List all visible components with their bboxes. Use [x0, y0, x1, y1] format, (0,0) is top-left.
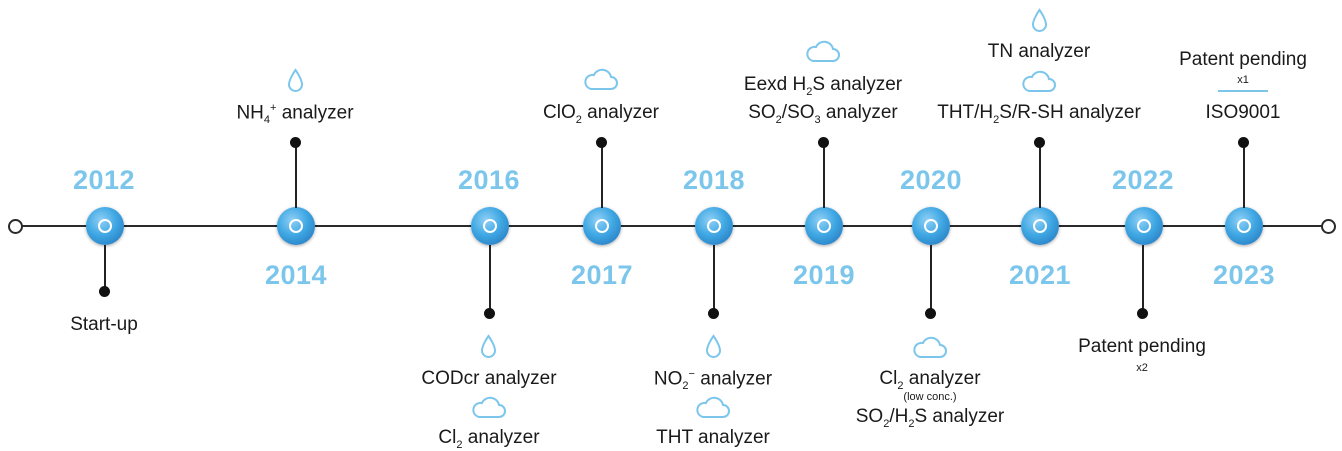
cloud-icon [472, 396, 506, 418]
year-2022: 2022 [1111, 165, 1175, 195]
event-nh4-analyzer: NH4+ analyzer [236, 102, 354, 127]
stem-dot-2021 [1034, 137, 1045, 148]
cloud-icon [1022, 70, 1056, 92]
event-cl2-low-conc-analyzer: Cl2 analyzer [879, 368, 981, 392]
node-2023 [1225, 207, 1263, 245]
stem-dot-2019 [818, 137, 829, 148]
water-drop-icon [480, 334, 497, 358]
cloud-icon [696, 396, 730, 418]
timeline-axis [16, 225, 1326, 227]
stem-2021 [1039, 142, 1041, 208]
stem-dot-2012 [99, 286, 110, 297]
stem-dot-2023 [1238, 137, 1249, 148]
node-2018 [695, 207, 733, 245]
cloud-icon [584, 68, 618, 90]
stem-2016 [489, 245, 491, 313]
low-conc-note: (low conc.) [903, 391, 957, 403]
year-2017: 2017 [570, 260, 634, 290]
node-2012 [86, 207, 124, 245]
event-startup: Start-up [70, 314, 138, 335]
event-no2-analyzer: NO2− analyzer [653, 368, 773, 393]
node-2022 [1125, 207, 1163, 245]
timeline-start-cap [8, 219, 23, 234]
patent-count-x1: x1 [1237, 74, 1249, 86]
stem-2022 [1142, 245, 1144, 313]
node-2019 [805, 207, 843, 245]
stem-dot-2017 [596, 137, 607, 148]
year-2012: 2012 [72, 165, 136, 195]
stem-dot-2018 [708, 308, 719, 319]
event-so2-so3-analyzer: SO2/SO3 analyzer [748, 102, 898, 126]
year-2021: 2021 [1008, 260, 1072, 290]
divider-rule [1218, 90, 1268, 92]
event-iso9001: ISO9001 [1205, 102, 1281, 123]
cloud-icon [913, 336, 947, 358]
year-2014: 2014 [264, 260, 328, 290]
stem-2020 [930, 245, 932, 313]
stem-dot-2014 [290, 137, 301, 148]
node-2020 [912, 207, 950, 245]
water-drop-icon [1031, 8, 1048, 32]
water-drop-icon [287, 68, 304, 92]
stem-2012 [104, 245, 106, 290]
node-2016 [471, 207, 509, 245]
node-2017 [583, 207, 621, 245]
year-2023: 2023 [1212, 260, 1276, 290]
stem-2017 [601, 142, 603, 208]
node-2014 [277, 207, 315, 245]
event-cl2-analyzer: Cl2 analyzer [438, 427, 540, 451]
node-2021 [1021, 207, 1059, 245]
stem-dot-2016 [484, 308, 495, 319]
event-patent-pending-2022: Patent pending [1078, 336, 1206, 357]
year-2018: 2018 [682, 165, 746, 195]
patent-count-x2: x2 [1136, 362, 1148, 374]
event-clo2-analyzer: ClO2 analyzer [543, 102, 659, 126]
event-patent-pending-2023: Patent pending [1179, 49, 1307, 70]
stem-2019 [823, 142, 825, 208]
year-2016: 2016 [457, 165, 521, 195]
cloud-icon [806, 40, 840, 62]
event-so2-h2s-analyzer: SO2/H2S analyzer [855, 406, 1005, 430]
stem-2018 [713, 245, 715, 313]
year-2019: 2019 [792, 260, 856, 290]
event-eexd-h2s-analyzer: Eexd H2S analyzer [743, 74, 903, 98]
stem-dot-2020 [925, 308, 936, 319]
timeline-end-cap [1321, 219, 1336, 234]
stem-2014 [295, 142, 297, 208]
event-tn-analyzer: TN analyzer [987, 41, 1091, 62]
stem-2023 [1243, 142, 1245, 208]
event-tht-h2s-rsh-analyzer: THT/H2S/R-SH analyzer [937, 102, 1141, 126]
stem-dot-2022 [1137, 308, 1148, 319]
event-codcr-analyzer: CODcr analyzer [421, 368, 557, 389]
event-tht-analyzer: THT analyzer [656, 427, 770, 448]
water-drop-icon [705, 334, 722, 358]
year-2020: 2020 [899, 165, 963, 195]
